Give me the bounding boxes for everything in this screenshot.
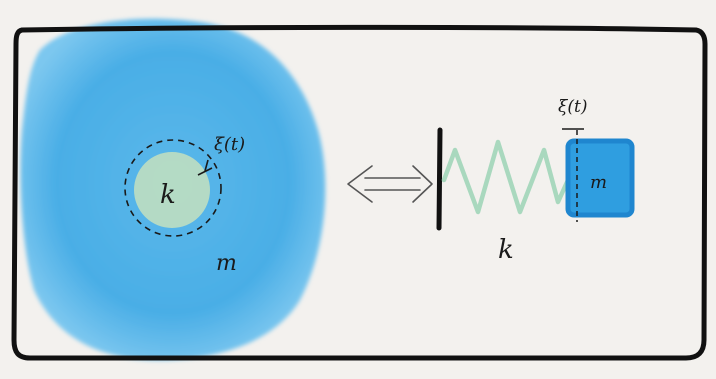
wall bbox=[436, 127, 443, 231]
outer-frame bbox=[11, 24, 708, 361]
equivalence-symbol: ⟺ bbox=[0, 0, 2, 1]
dashed-boundary bbox=[124, 139, 222, 237]
spring bbox=[441, 139, 571, 215]
spring-label: k bbox=[498, 235, 514, 265]
core-circle bbox=[134, 152, 210, 228]
displacement-label-right: ξ(t) bbox=[558, 97, 587, 117]
mass-label-right: m bbox=[590, 172, 607, 193]
mass-label-left: m bbox=[216, 251, 237, 276]
mass-block bbox=[565, 138, 635, 218]
displacement-label-left: ξ(t) bbox=[214, 134, 245, 155]
core-label: k bbox=[160, 180, 176, 210]
displacement-tick-left bbox=[197, 159, 213, 176]
equivalence-arrow-icon bbox=[347, 165, 433, 203]
